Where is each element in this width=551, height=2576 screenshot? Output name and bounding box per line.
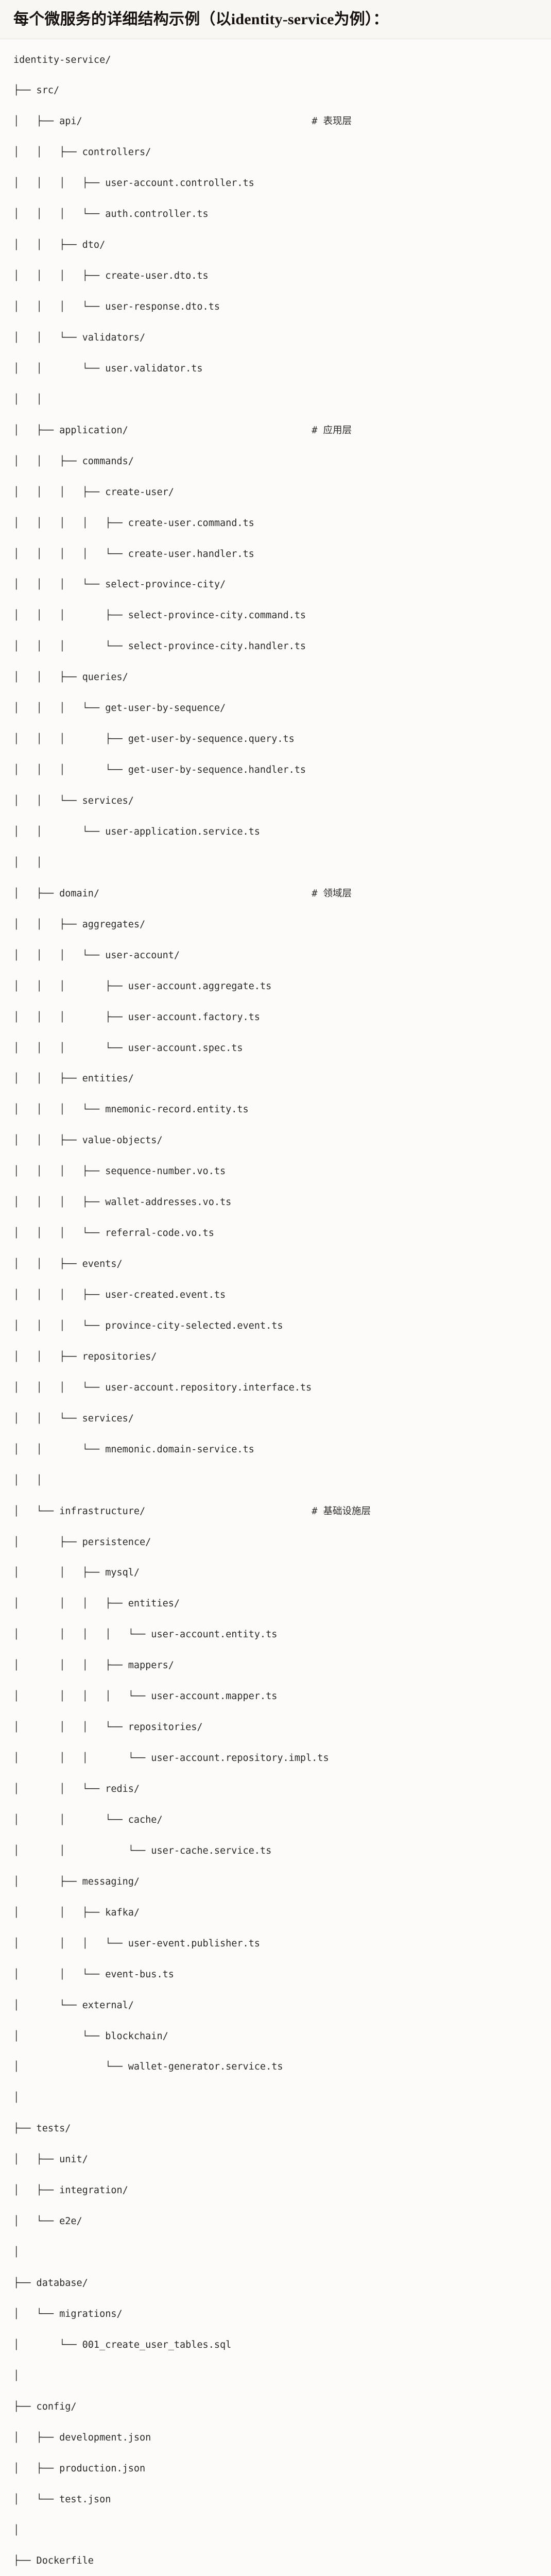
tree-row: │ │ │ │ └── user-account.entity.ts — [13, 1627, 538, 1642]
tree-row: │ ├── integration/ — [13, 2183, 538, 2198]
tree-row: │ │ │ └── get-user-by-sequence.handler.t… — [13, 762, 538, 778]
directory-tree-block: identity-service/ ├── src/ │ ├── api/ # … — [0, 39, 551, 2576]
tree-row: │ │ ├── controllers/ — [13, 145, 538, 160]
tree-row: ├── tests/ — [13, 2121, 538, 2137]
tree-row: │ │ │ ├── create-user.dto.ts — [13, 268, 538, 284]
tree-row: │ │ ├── entities/ — [13, 1071, 538, 1087]
tree-row: │ ├── api/ # 表现层 — [13, 114, 538, 129]
tree-row: │ ├── messaging/ — [13, 1874, 538, 1890]
tree-row: │ │ │ └── user-account.spec.ts — [13, 1041, 538, 1056]
tree-row: │ │ └── cache/ — [13, 1812, 538, 1828]
tree-row: │ │ ├── events/ — [13, 1257, 538, 1272]
tree-row: │ │ │ ├── get-user-by-sequence.query.ts — [13, 732, 538, 747]
tree-row: │ ├── domain/ # 领域层 — [13, 886, 538, 902]
tree-row: │ ├── development.json — [13, 2430, 538, 2446]
tree-row: │ │ ├── value-objects/ — [13, 1133, 538, 1148]
tree-row: │ │ │ └── user-account.repository.interf… — [13, 1380, 538, 1396]
tree-row: │ │ │ ├── create-user/ — [13, 485, 538, 500]
tree-row: │ │ │ │ ├── create-user.command.ts — [13, 516, 538, 531]
tree-row: │ │ │ ├── user-account.aggregate.ts — [13, 979, 538, 994]
tree-row: │ │ │ └── province-city-selected.event.t… — [13, 1318, 538, 1334]
tree-row: │ │ │ └── mnemonic-record.entity.ts — [13, 1102, 538, 1117]
tree-row: │ │ │ ├── select-province-city.command.t… — [13, 608, 538, 623]
tree-row: │ │ └── event-bus.ts — [13, 1967, 538, 1982]
tree-row: │ │ ├── commands/ — [13, 454, 538, 469]
tree-row: │ │ ├── aggregates/ — [13, 917, 538, 933]
tree-row: │ │ │ ├── user-account.factory.ts — [13, 1010, 538, 1025]
tree-row-comment: # 基础设施层 — [312, 1506, 371, 1517]
tree-row: │ │ │ ├── user-account.controller.ts — [13, 176, 538, 191]
tree-row: │ │ │ └── user-account.repository.impl.t… — [13, 1751, 538, 1766]
tree-row: │ │ │ │ └── create-user.handler.ts — [13, 547, 538, 562]
tree-row: │ │ └── services/ — [13, 1411, 538, 1427]
tree-row: │ │ └── user-application.service.ts — [13, 824, 538, 840]
tree-row: │ │ └── mnemonic.domain-service.ts — [13, 1442, 538, 1458]
tree-row: │ │ │ └── select-province-city.handler.t… — [13, 639, 538, 654]
tree-row: │ │ │ └── user-response.dto.ts — [13, 299, 538, 315]
tree-row: ├── database/ — [13, 2276, 538, 2291]
tree-row: │ ├── persistence/ — [13, 1535, 538, 1550]
page-title: 每个微服务的详细结构示例（以identity-service为例）： — [13, 9, 538, 30]
tree-row: │ │ │ └── get-user-by-sequence/ — [13, 701, 538, 716]
tree-row: │ │ — [13, 392, 538, 408]
tree-row: │ │ — [13, 1473, 538, 1488]
tree-row-path: │ └── infrastructure/ — [13, 1506, 312, 1517]
tree-row: │ │ │ ├── entities/ — [13, 1596, 538, 1612]
tree-row: │ │ └── validators/ — [13, 330, 538, 346]
tree-row: │ │ │ └── user-event.publisher.ts — [13, 1936, 538, 1952]
tree-row-comment: # 应用层 — [312, 425, 352, 436]
tree-row: │ — [13, 2523, 538, 2538]
tree-row: │ │ ├── repositories/ — [13, 1349, 538, 1365]
tree-row: │ │ └── redis/ — [13, 1782, 538, 1797]
tree-row: │ │ — [13, 855, 538, 871]
tree-row: │ ├── unit/ — [13, 2152, 538, 2167]
tree-row: │ — [13, 2245, 538, 2260]
tree-row-comment: # 表现层 — [312, 116, 352, 127]
tree-row: │ └── blockchain/ — [13, 2029, 538, 2044]
tree-row: │ │ ├── dto/ — [13, 238, 538, 253]
tree-row: │ │ │ └── repositories/ — [13, 1720, 538, 1735]
tree-row: │ └── e2e/ — [13, 2214, 538, 2229]
tree-row: │ │ └── user.validator.ts — [13, 361, 538, 377]
tree-row: │ │ ├── kafka/ — [13, 1905, 538, 1921]
tree-row: │ — [13, 2090, 538, 2106]
tree-row: │ │ │ └── select-province-city/ — [13, 577, 538, 592]
tree-row: │ │ │ └── auth.controller.ts — [13, 207, 538, 222]
tree-row-path: │ ├── application/ — [13, 425, 312, 436]
tree-row: ├── config/ — [13, 2399, 538, 2415]
header: 每个微服务的详细结构示例（以identity-service为例）： — [0, 0, 551, 39]
tree-row: │ — [13, 2368, 538, 2384]
tree-row: │ │ │ ├── wallet-addresses.vo.ts — [13, 1195, 538, 1210]
tree-row: │ └── infrastructure/ # 基础设施层 — [13, 1504, 538, 1519]
tree-row: │ └── migrations/ — [13, 2307, 538, 2322]
tree-row: ├── Dockerfile — [13, 2553, 538, 2569]
tree-row-path: │ ├── api/ — [13, 116, 312, 127]
tree-row: │ │ ├── queries/ — [13, 670, 538, 685]
tree-row: │ │ │ └── user-account/ — [13, 948, 538, 963]
tree-row: │ │ └── user-cache.service.ts — [13, 1843, 538, 1859]
tree-row: │ ├── production.json — [13, 2461, 538, 2477]
tree-row: │ └── external/ — [13, 1998, 538, 2013]
tree-row: │ │ ├── mysql/ — [13, 1565, 538, 1581]
tree-row: │ └── wallet-generator.service.ts — [13, 2059, 538, 2075]
tree-row: │ │ │ └── referral-code.vo.ts — [13, 1226, 538, 1241]
tree-row: ├── src/ — [13, 83, 538, 98]
tree-row: │ │ │ ├── sequence-number.vo.ts — [13, 1164, 538, 1179]
tree-row: identity-service/ — [13, 53, 538, 68]
tree-row: │ └── 001_create_user_tables.sql — [13, 2337, 538, 2353]
directory-tree: identity-service/ ├── src/ │ ├── api/ # … — [13, 53, 538, 2576]
tree-row: │ │ └── services/ — [13, 793, 538, 809]
tree-row: │ │ │ ├── mappers/ — [13, 1658, 538, 1673]
tree-row-path: │ ├── domain/ — [13, 888, 312, 899]
tree-row: │ │ │ │ └── user-account.mapper.ts — [13, 1689, 538, 1704]
tree-row: │ └── test.json — [13, 2492, 538, 2507]
tree-row-comment: # 领域层 — [312, 888, 352, 899]
tree-row: │ ├── application/ # 应用层 — [13, 423, 538, 438]
tree-row: │ │ │ ├── user-created.event.ts — [13, 1287, 538, 1303]
